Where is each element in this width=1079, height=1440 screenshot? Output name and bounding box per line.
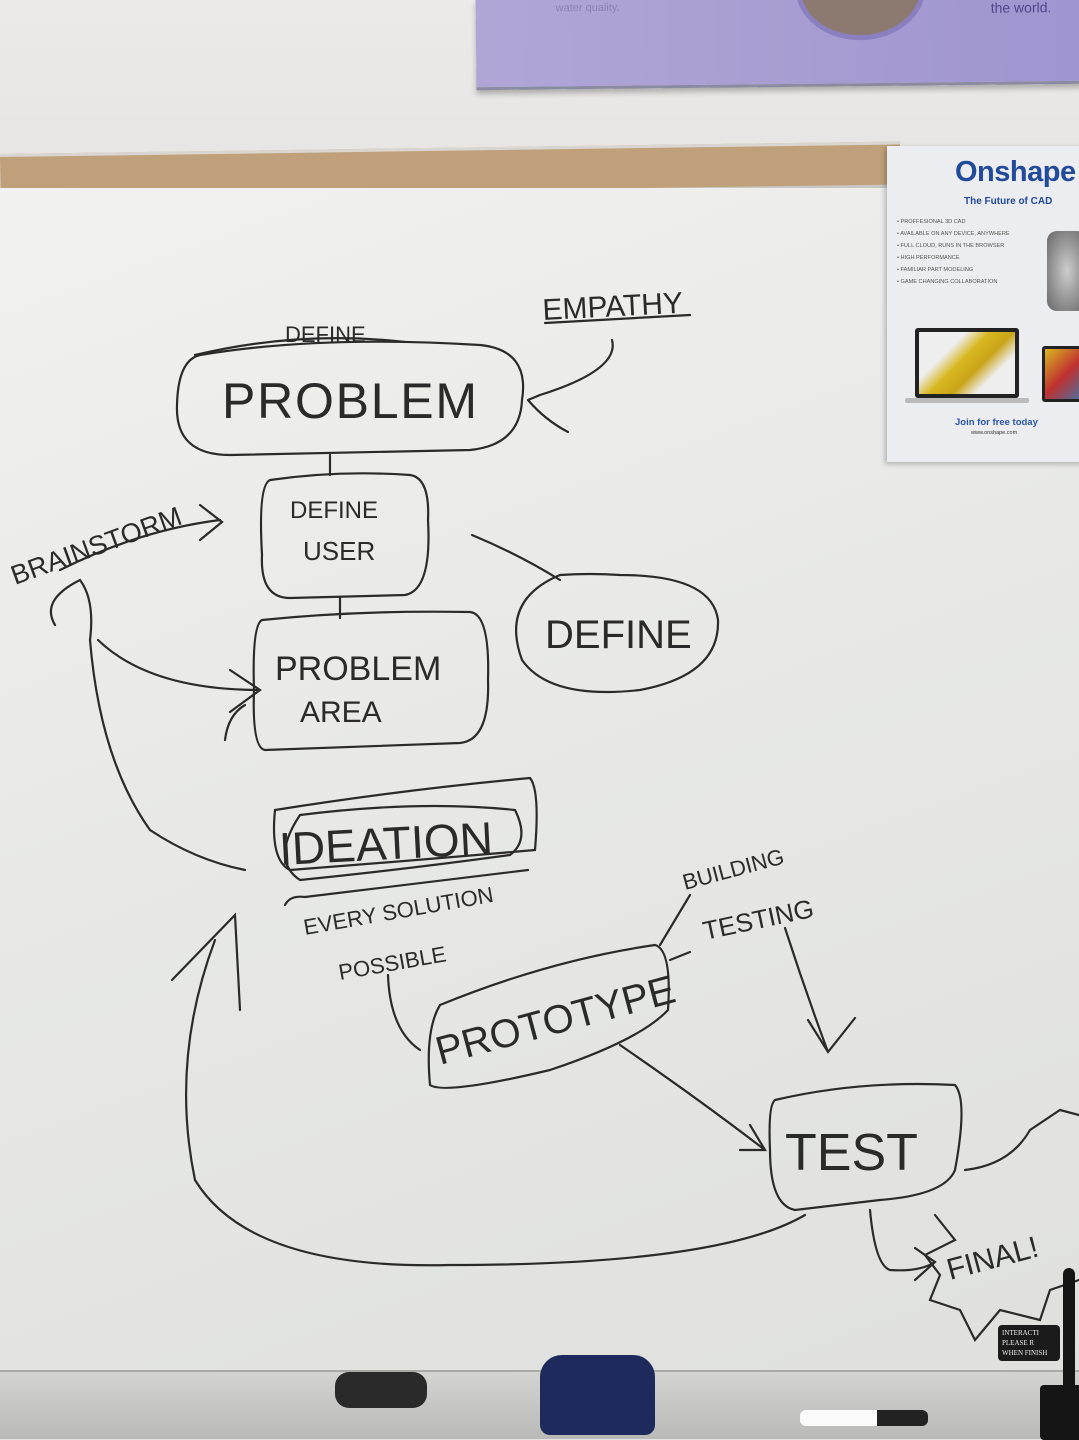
dry-erase-marker: [800, 1410, 928, 1426]
ideation-label: IDEATION: [278, 812, 494, 875]
onshape-logo: Onshape: [955, 156, 1076, 188]
ideation-note-line2: POSSIBLE: [337, 941, 449, 985]
onshape-poster: Onshape The Future of CAD PROFFESIONAL 3…: [887, 146, 1079, 462]
define-label: DEFINE: [285, 322, 366, 347]
final-arrow: [868, 1208, 937, 1282]
feature-item: FULL CLOUD, RUNS IN THE BROWSER: [897, 240, 1010, 252]
problem-box: [175, 340, 525, 457]
notice-sign: INTERACTI PLEASE R WHEN FINISH: [998, 1325, 1060, 1361]
onshape-url: www.onshape.com: [971, 430, 1018, 436]
brainstorm-label: BRAINSTORM: [7, 501, 186, 591]
final-label: FINAL!: [943, 1231, 1042, 1287]
empathy-underline: [543, 313, 692, 325]
marker-in-cup: [1063, 1268, 1075, 1398]
blue-eraser: [540, 1355, 655, 1435]
empathy-label: EMPATHY: [542, 287, 684, 327]
building-line: [658, 893, 692, 947]
define-user-box: [259, 472, 430, 600]
feature-item: PROFFESIONAL 3D CAD: [897, 216, 1010, 228]
feature-item: GAME CHANGING COLLABORATION: [897, 276, 1010, 288]
feature-item: HIGH PERFORMANCE: [897, 252, 1010, 264]
sign-line: INTERACTI: [1002, 1329, 1039, 1337]
test-to-ideation-arrow: [170, 912, 807, 1267]
feature-item: AVAILABLE ON ANY DEVICE, ANYWHERE: [897, 228, 1009, 240]
testing-line: [668, 950, 692, 962]
define-user-line1: DEFINE: [290, 497, 378, 524]
ideation-underline: [283, 868, 530, 907]
sign-line: PLEASE R: [1002, 1339, 1035, 1347]
problem-label: PROBLEM: [222, 373, 477, 429]
feature-item: FAMILIAR PART MODELING: [897, 264, 1010, 276]
testing-arrow: [783, 926, 857, 1054]
join-cta: Join for free today: [955, 417, 1038, 428]
feature-list: PROFFESIONAL 3D CAD AVAILABLE ON ANY DEV…: [897, 216, 1010, 288]
define-user-line2: USER: [303, 536, 375, 566]
test-label: TEST: [785, 1124, 918, 1182]
test-box: [768, 1082, 963, 1212]
laptop-base: [905, 398, 1029, 403]
problem-area-line1: PROBLEM: [275, 650, 441, 688]
empathy-arrow: [526, 338, 614, 434]
final-burst: [923, 1108, 1079, 1342]
eraser: [335, 1372, 427, 1408]
prototype-label: PROTOTYPE: [431, 968, 680, 1074]
define-circle: [515, 572, 720, 694]
marker-tray: [0, 1370, 1079, 1439]
brainstorm-loop: [49, 578, 247, 872]
prototype-to-test-arrow: [618, 1043, 767, 1152]
problem-area-line2: AREA: [300, 696, 382, 729]
tablet-image: [1042, 346, 1079, 402]
connector: [470, 533, 562, 582]
ideation-circle: [283, 804, 523, 882]
brainstorm-arrow: [58, 503, 224, 572]
onshape-tagline: The Future of CAD: [964, 196, 1053, 207]
testing-label: TESTING: [700, 893, 816, 946]
laptop-image: [915, 328, 1019, 398]
area-tail: [223, 703, 247, 742]
ideation-note-line1: EVERY SOLUTION: [302, 882, 496, 940]
define-underline: [193, 337, 407, 357]
connector: [386, 973, 422, 1052]
sign-line: WHEN FINISH: [1002, 1349, 1048, 1357]
cad-part-image: [1047, 231, 1079, 311]
marker-cup: [1040, 1385, 1079, 1440]
prototype-box: [427, 943, 670, 1089]
define-circle-label: DEFINE: [545, 613, 692, 657]
building-label: BUILDING: [680, 844, 787, 895]
brainstorm-to-area: [96, 638, 262, 714]
